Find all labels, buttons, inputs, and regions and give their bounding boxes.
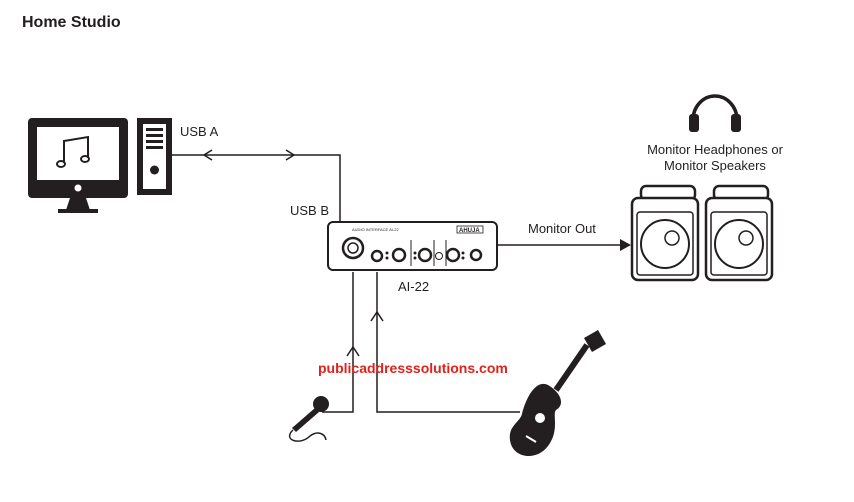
pc-tower-icon [137,118,172,195]
page-title: Home Studio [22,14,121,31]
device-brand: AHUJA [459,228,480,234]
usb-b-label: USB B [290,203,329,218]
computer-monitor-music-icon [28,118,128,213]
device-model-text: AUDIO INTERFACE AI-22 [352,227,399,232]
usb-cable [172,149,341,222]
speaker-icon [704,184,774,282]
input-cables [322,272,520,413]
microphone-icon [288,396,329,442]
watermark-text: publicaddresssolutions.com [318,360,508,376]
speaker-icon [630,184,700,282]
usb-a-label: USB A [180,124,219,139]
audio-interface-icon: AUDIO INTERFACE AI-22 AHUJA [327,221,498,271]
monitor-label-line2: Monitor Speakers [664,158,766,173]
monitor-out-label: Monitor Out [528,221,596,236]
device-label: AI-22 [398,279,429,294]
headphones-icon [689,94,741,132]
monitor-out-arrow [497,239,631,251]
guitar-icon [509,330,606,457]
monitor-label-line1: Monitor Headphones or [647,142,784,157]
